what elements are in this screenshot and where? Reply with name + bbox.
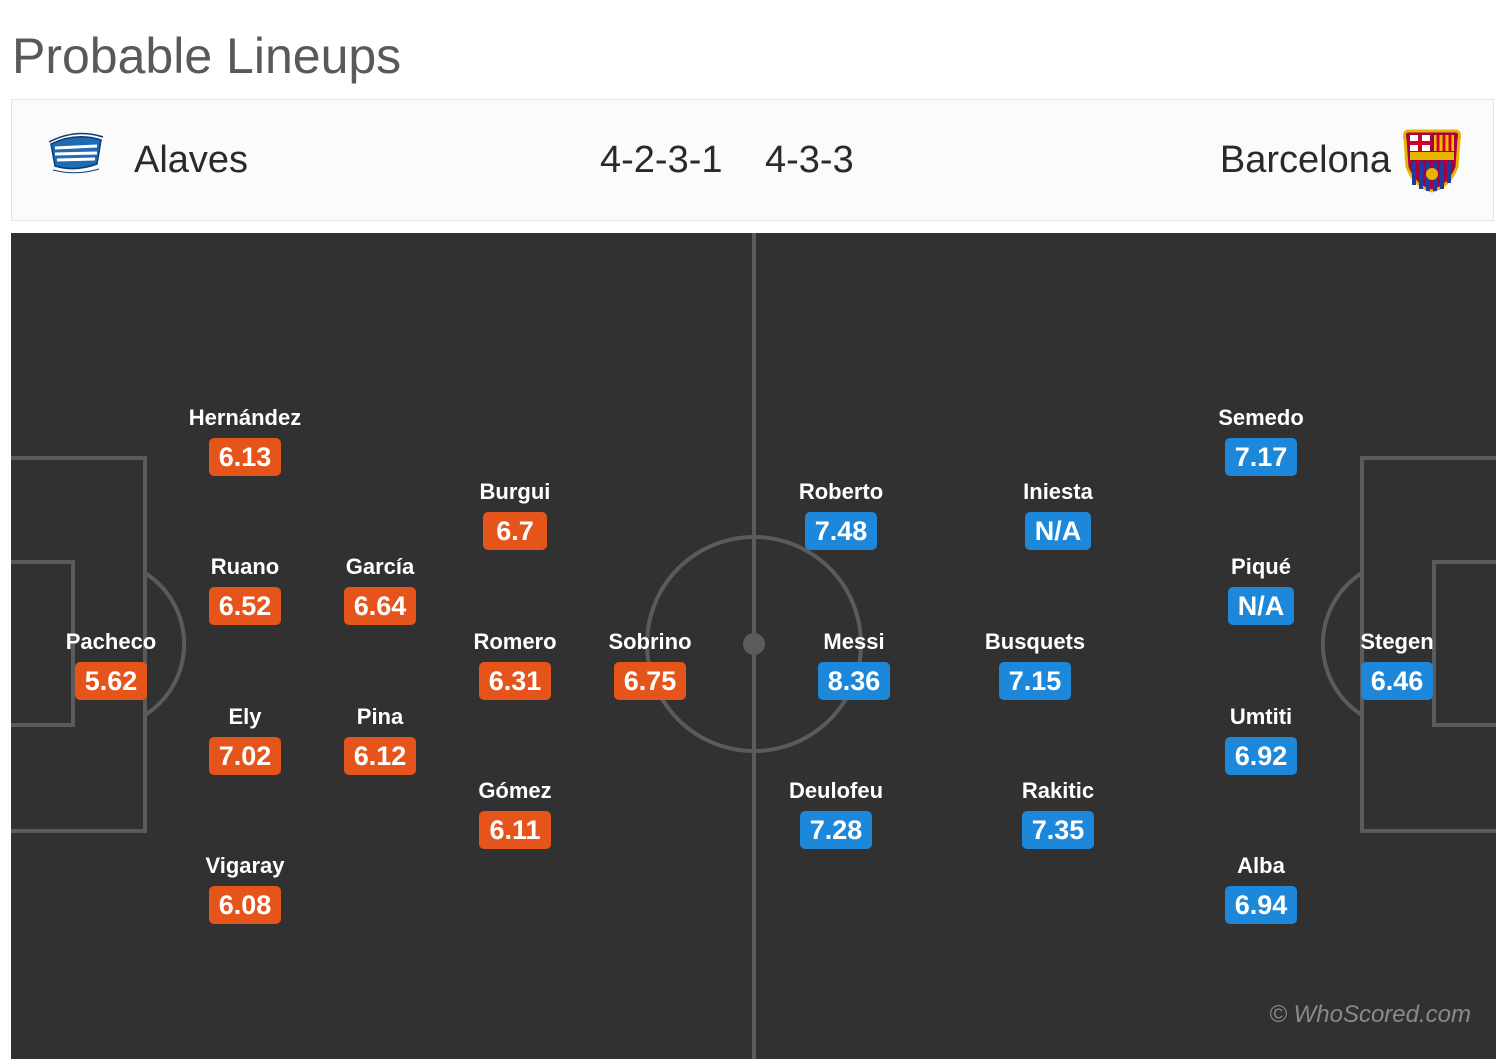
player-rating: N/A (1024, 512, 1092, 550)
player-home-st[interactable]: Sobrino 6.75 (555, 628, 745, 700)
player-away-fwd-3[interactable]: Deulofeu 7.28 (741, 777, 931, 849)
player-rating: 6.11 (479, 811, 551, 849)
player-rating: 7.48 (804, 512, 878, 550)
player-name: Ely (228, 704, 262, 729)
player-rating: 6.7 (483, 512, 547, 550)
player-rating: 7.15 (998, 662, 1072, 700)
player-name: Sobrino (608, 629, 692, 654)
player-name: Pina (356, 704, 404, 729)
player-name: Pacheco (65, 629, 157, 654)
player-name: Roberto (798, 479, 884, 504)
player-away-def-4[interactable]: Alba 6.94 (1166, 852, 1356, 924)
player-name: Hernández (188, 405, 302, 430)
player-rating: 6.12 (343, 737, 417, 775)
player-name: Piqué (1231, 554, 1291, 579)
player-name: Busquets (984, 629, 1086, 654)
player-home-def-2[interactable]: Ruano 6.52 (150, 553, 340, 625)
player-away-mid-2[interactable]: Busquets 7.15 (940, 628, 1130, 700)
player-home-dm-2[interactable]: Pina 6.12 (285, 703, 475, 775)
match-header: Alaves 4-2-3-1 4-3-3 Barcelona (11, 99, 1494, 221)
player-away-def-2[interactable]: Piqué N/A (1166, 553, 1356, 625)
player-home-gk[interactable]: Pacheco 5.62 (16, 628, 206, 700)
player-away-def-1[interactable]: Semedo 7.17 (1166, 404, 1356, 476)
player-home-def-1[interactable]: Hernández 6.13 (150, 404, 340, 476)
player-name: Rakitic (1021, 778, 1095, 803)
player-home-def-4[interactable]: Vigaray 6.08 (150, 852, 340, 924)
player-rating: N/A (1227, 587, 1295, 625)
player-name: Alba (1237, 853, 1285, 878)
player-rating: 6.64 (343, 587, 417, 625)
home-formation: 4-2-3-1 (600, 139, 723, 181)
player-rating: 8.36 (817, 662, 891, 700)
pitch-lines (11, 233, 1496, 1059)
player-name: Gómez (478, 778, 552, 803)
alaves-crest-icon[interactable] (45, 128, 107, 176)
player-away-mid-1[interactable]: Iniesta N/A (963, 478, 1153, 550)
player-name: Burgui (479, 479, 551, 504)
player-away-gk[interactable]: Stegen 6.46 (1302, 628, 1492, 700)
player-rating: 6.94 (1224, 886, 1298, 924)
player-name: Messi (823, 629, 885, 654)
player-rating: 6.31 (478, 662, 552, 700)
player-home-dm-1[interactable]: García 6.64 (285, 553, 475, 625)
whoscored-watermark: © WhoScored.com (1269, 1001, 1471, 1028)
player-rating: 7.02 (208, 737, 282, 775)
away-team-name[interactable]: Barcelona (1219, 139, 1391, 181)
player-home-am-2[interactable]: Romero 6.31 (420, 628, 610, 700)
home-team-name[interactable]: Alaves (134, 139, 249, 181)
player-rating: 7.17 (1224, 438, 1298, 476)
player-rating: 6.46 (1360, 662, 1434, 700)
player-rating: 5.62 (74, 662, 148, 700)
player-away-fwd-1[interactable]: Roberto 7.48 (746, 478, 936, 550)
player-name: Semedo (1218, 405, 1304, 430)
player-rating: 7.28 (799, 811, 873, 849)
player-name: Iniesta (1023, 479, 1093, 504)
player-name: Ruano (210, 554, 280, 579)
player-home-am-1[interactable]: Burgui 6.7 (420, 478, 610, 550)
away-formation: 4-3-3 (765, 139, 854, 181)
pitch: Pacheco 5.62 Hernández 6.13 Ruano 6.52 E… (11, 233, 1496, 1059)
player-home-am-3[interactable]: Gómez 6.11 (420, 777, 610, 849)
fc-barcelona-crest-icon[interactable] (1401, 127, 1463, 193)
player-home-def-3[interactable]: Ely 7.02 (150, 703, 340, 775)
player-name: García (345, 554, 415, 579)
player-rating: 6.08 (208, 886, 282, 924)
player-rating: 6.52 (208, 587, 282, 625)
player-away-mid-3[interactable]: Rakitic 7.35 (963, 777, 1153, 849)
player-name: Stegen (1360, 629, 1434, 654)
player-rating: 6.92 (1224, 737, 1298, 775)
player-name: Umtiti (1229, 704, 1293, 729)
player-name: Romero (473, 629, 557, 654)
player-rating: 7.35 (1021, 811, 1095, 849)
player-away-def-3[interactable]: Umtiti 6.92 (1166, 703, 1356, 775)
player-name: Vigaray (205, 853, 285, 878)
page-title: Probable Lineups (12, 28, 402, 84)
player-name: Deulofeu (788, 778, 884, 803)
player-away-fwd-2[interactable]: Messi 8.36 (759, 628, 949, 700)
player-rating: 6.13 (208, 438, 282, 476)
player-rating: 6.75 (613, 662, 687, 700)
